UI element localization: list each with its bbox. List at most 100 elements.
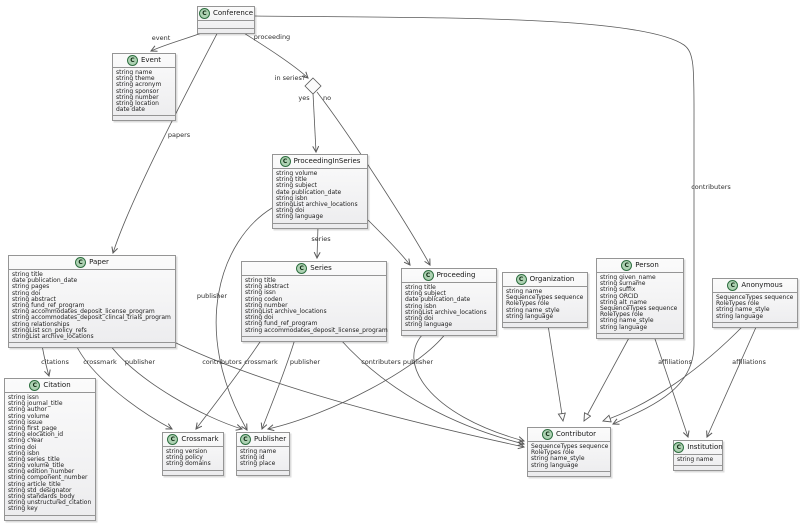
class-methods-compartment [5, 514, 95, 520]
class-attribute: string acronym [116, 81, 162, 89]
class-name: Proceeding [436, 271, 476, 279]
class-circle-icon: C [542, 429, 554, 440]
edge-label-series: series [311, 235, 331, 243]
class-attributes: string name [674, 455, 722, 465]
class-attribute: string name [240, 448, 277, 455]
edge-label-in-series-question: in series? [274, 74, 306, 82]
class-attribute: string ORCID [600, 292, 639, 300]
class-attribute: stringList archive_locations [12, 332, 94, 340]
edge-label-publisher-paper: publisher [124, 358, 156, 366]
edge-paper-contributors-contributor [169, 339, 526, 450]
class-circle-icon: C [621, 260, 633, 271]
class-circle-icon: C [126, 55, 138, 66]
edge-label-no: no [322, 94, 332, 102]
class-attribute: string unstructured_citation [8, 499, 92, 507]
class-attribute: RoleTypes role [600, 311, 644, 319]
class-methods-compartment [9, 342, 175, 347]
class-attribute: string location [116, 99, 159, 107]
class-circle-icon: C [673, 442, 685, 453]
class-name: Publisher [253, 435, 287, 443]
edge-anonymous-affiliations-institution [706, 324, 758, 438]
class-attribute: string first_page [8, 424, 57, 432]
class-methods-compartment [713, 321, 797, 327]
edge-label-yes: yes [298, 94, 310, 102]
class-circle-icon: C [199, 8, 210, 19]
class-name: Institution [687, 443, 723, 451]
class-attribute: string number [116, 93, 159, 101]
class-methods-compartment [674, 465, 722, 470]
class-attribute: string article_title [8, 480, 61, 488]
class-methods-compartment [113, 115, 175, 120]
class-attribute: string subject [276, 182, 317, 190]
class-circle-icon: C [296, 263, 308, 274]
class-attribute: string language [600, 323, 648, 331]
class-attribute: string given_name [600, 274, 656, 281]
edge-paper-crossmark [75, 344, 173, 430]
class-attribute: string edition_number [8, 468, 75, 476]
class-attribute: string elocation_id [8, 431, 64, 439]
class-attribute: string doi [405, 314, 434, 322]
edge-series-publisher [260, 338, 296, 431]
class-name: Organization [529, 275, 575, 283]
class-attribute: string title [405, 284, 436, 291]
class-attribute: string policy [166, 454, 203, 462]
class-methods-compartment [242, 335, 386, 341]
class-name: Paper [89, 258, 109, 266]
class-attribute: SequenceTypes sequence [531, 443, 609, 450]
class-attribute: string journal_title [8, 400, 63, 408]
class-circle-icon: C [239, 434, 251, 445]
class-attribute: string component_number [8, 474, 88, 482]
class-circle-icon: C [279, 156, 291, 167]
edge-proceedinginseries-series [313, 225, 321, 260]
class-attribute: string sponsor [116, 87, 159, 95]
class-attribute: stringList archive_locations [245, 307, 327, 315]
class-attribute: string isbn [8, 449, 40, 457]
class-name: ProceedingInSeries [293, 157, 361, 165]
class-methods-compartment [597, 332, 683, 338]
class-attribute: string volume [276, 170, 318, 177]
edge-label-publisher-proceeding: publisher [402, 358, 434, 366]
class-attribute: string abstract [12, 295, 56, 303]
edge-conference-contributers-contributor [254, 15, 695, 425]
edge-person-affiliations-institution [653, 335, 690, 439]
class-attribute: date publication_date [405, 296, 471, 304]
class-attribute: string name_style [716, 306, 770, 314]
class-attribute: string language [531, 461, 579, 469]
class-attribute: SequenceTypes sequence [506, 294, 584, 302]
class-attribute: string cYear [8, 437, 44, 445]
edge-label-proceeding: proceeding [253, 33, 291, 41]
class-attribute: date date [116, 106, 145, 114]
edge-proceedinginseries-proceeding [367, 219, 411, 266]
class-attribute: string abstract [245, 283, 289, 291]
edge-label-papers: papers [167, 131, 191, 139]
class-attribute: string language [716, 312, 764, 320]
class-attribute: string author [8, 406, 47, 414]
class-name: Event [140, 56, 162, 64]
edge-decision-no-proceeding [316, 91, 431, 266]
